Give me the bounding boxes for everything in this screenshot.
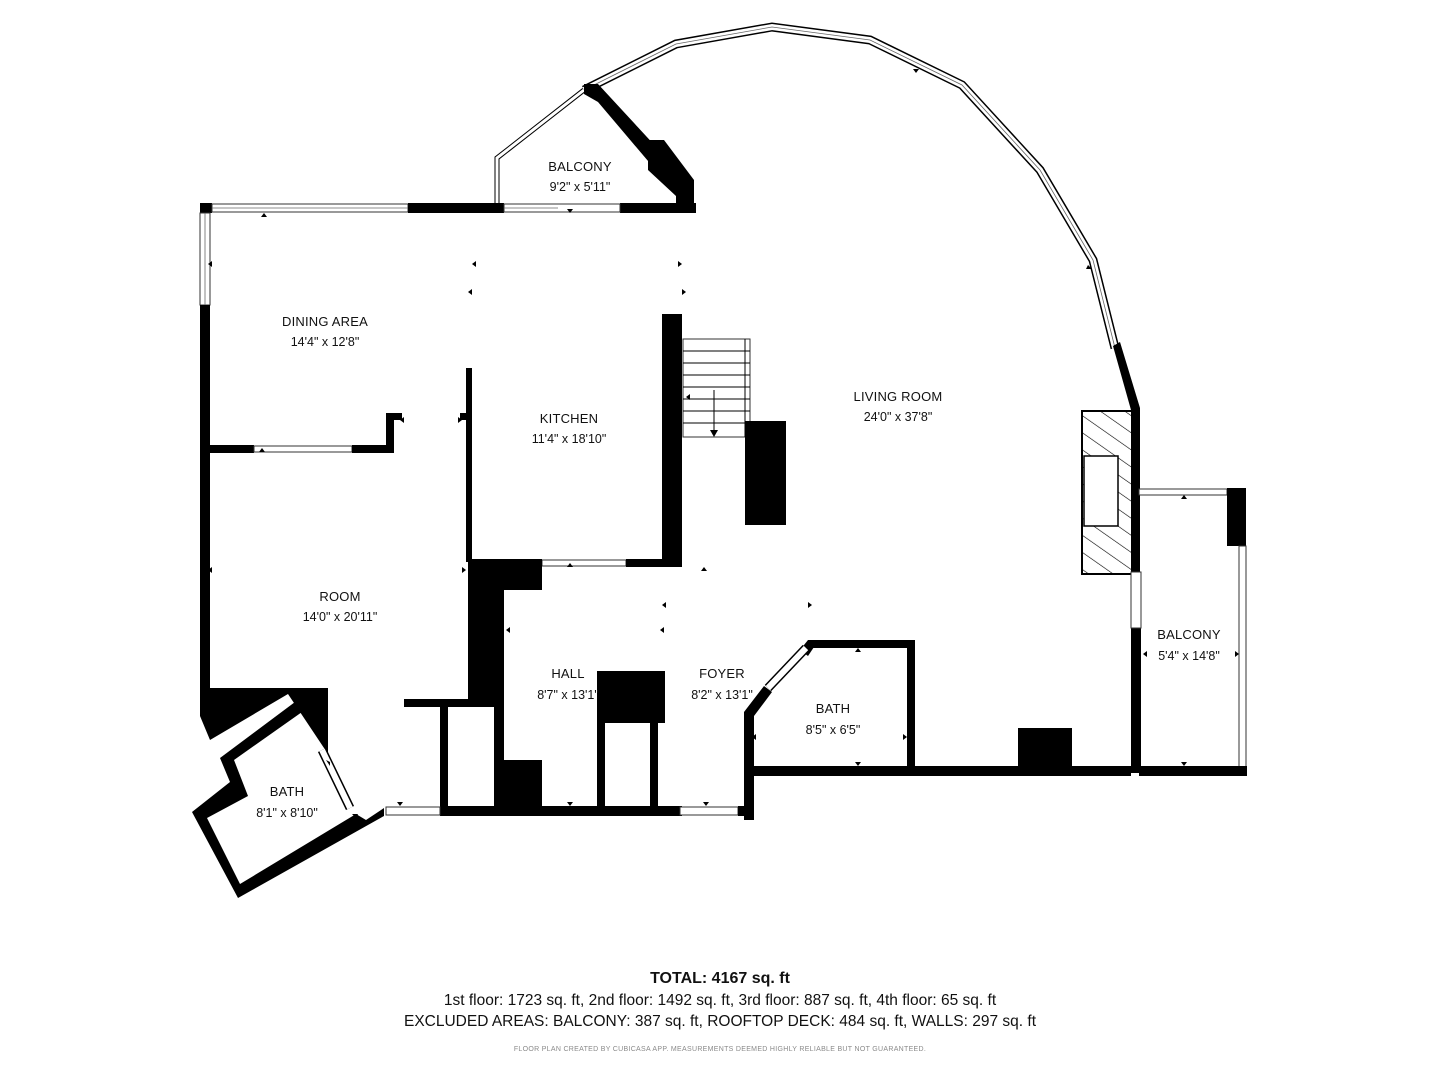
svg-text:14'0" x 20'11": 14'0" x 20'11" bbox=[303, 610, 378, 624]
svg-text:8'5" x 6'5": 8'5" x 6'5" bbox=[806, 723, 861, 737]
svg-text:9'2" x 5'11": 9'2" x 5'11" bbox=[550, 180, 611, 194]
room-label-room: ROOM 14'0" x 20'11" bbox=[303, 589, 378, 624]
svg-text:KITCHEN: KITCHEN bbox=[540, 411, 598, 426]
door-markers bbox=[208, 69, 1239, 860]
column bbox=[745, 421, 786, 525]
room-label-kitchen: KITCHEN 11'4" x 18'10" bbox=[532, 411, 607, 446]
center-bath-walls bbox=[744, 640, 915, 820]
room-label-foyer: FOYER 8'2" x 13'1" bbox=[691, 666, 753, 702]
svg-text:8'7" x 13'1": 8'7" x 13'1" bbox=[537, 688, 599, 702]
svg-text:HALL: HALL bbox=[551, 666, 584, 681]
svg-text:BALCONY: BALCONY bbox=[548, 159, 612, 174]
floor-areas: 1st floor: 1723 sq. ft, 2nd floor: 1492 … bbox=[443, 992, 997, 1009]
cubicasa-credit: FLOOR PLAN CREATED BY CUBICASA APP. MEAS… bbox=[513, 1046, 927, 1053]
svg-text:DINING AREA: DINING AREA bbox=[282, 314, 368, 329]
kitchen-west-wall bbox=[466, 368, 472, 562]
dining-room-divider bbox=[208, 413, 472, 453]
svg-text:11'4" x 18'10": 11'4" x 18'10" bbox=[532, 432, 607, 446]
dining-top-wall bbox=[200, 203, 621, 213]
balcony-right-structure bbox=[1130, 488, 1247, 776]
svg-text:8'2" x 13'1": 8'2" x 13'1" bbox=[691, 688, 753, 702]
west-wall bbox=[199, 212, 211, 700]
svg-text:BALCONY: BALCONY bbox=[1157, 627, 1221, 642]
living-south-wall bbox=[748, 728, 1131, 776]
balcony-top-structure bbox=[494, 84, 696, 213]
living-room-east-wall bbox=[1113, 342, 1140, 572]
living-room-arc-windows bbox=[581, 22, 1120, 350]
room-label-dining-area: DINING AREA 14'4" x 12'8" bbox=[282, 314, 368, 349]
svg-text:BATH: BATH bbox=[270, 784, 305, 799]
excluded-areas: EXCLUDED AREAS: BALCONY: 387 sq. ft, ROO… bbox=[403, 1013, 1037, 1030]
svg-text:FOYER: FOYER bbox=[699, 666, 745, 681]
room-label-bath-left: BATH 8'1" x 8'10" bbox=[256, 784, 318, 820]
svg-text:14'4" x 12'8": 14'4" x 12'8" bbox=[291, 335, 360, 349]
kitchen-east-wall bbox=[662, 314, 682, 566]
room-label-balcony-top: BALCONY 9'2" x 5'11" bbox=[548, 159, 612, 194]
room-label-balcony-right: BALCONY 5'4" x 14'8" bbox=[1157, 627, 1221, 663]
svg-text:BATH: BATH bbox=[816, 701, 851, 716]
room-label-bath-center: BATH 8'5" x 6'5" bbox=[806, 701, 861, 737]
fireplace bbox=[1081, 410, 1133, 575]
staircase bbox=[682, 338, 751, 438]
hall-foyer-walls bbox=[385, 559, 754, 816]
living-east-lower-wall bbox=[1131, 628, 1141, 773]
svg-text:8'1" x 8'10": 8'1" x 8'10" bbox=[256, 806, 318, 820]
total-area-title: TOTAL: 4167 sq. ft bbox=[650, 970, 790, 987]
svg-text:ROOM: ROOM bbox=[319, 589, 360, 604]
area-totals: TOTAL: 4167 sq. ft 1st floor: 1723 sq. f… bbox=[0, 968, 1440, 1032]
svg-text:5'4" x 14'8": 5'4" x 14'8" bbox=[1158, 649, 1220, 663]
left-bath-walls bbox=[192, 688, 384, 898]
room-label-living-room: LIVING ROOM 24'0" x 37'8" bbox=[854, 389, 943, 424]
room-label-hall: HALL 8'7" x 13'1" bbox=[537, 666, 599, 702]
svg-text:24'0" x 37'8": 24'0" x 37'8" bbox=[864, 410, 933, 424]
svg-text:LIVING ROOM: LIVING ROOM bbox=[854, 389, 943, 404]
